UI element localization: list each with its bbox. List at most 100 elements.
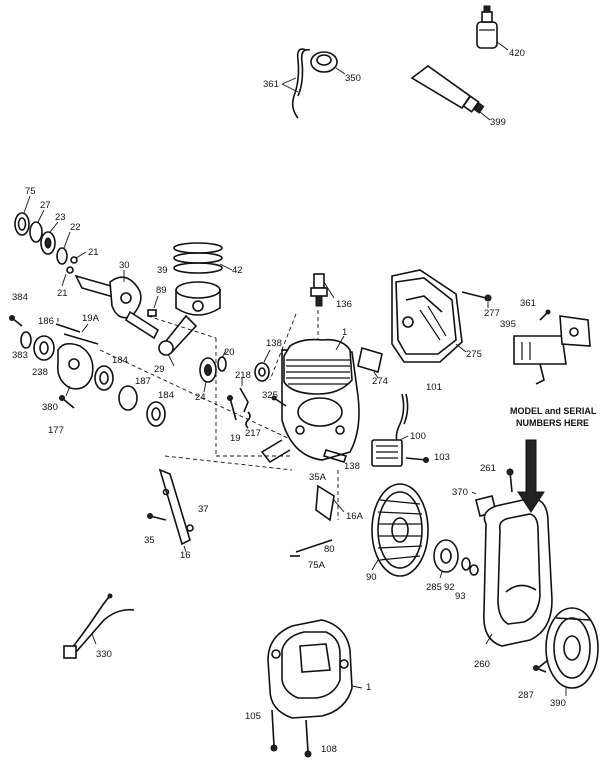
part-label-261: 261 [480,463,496,474]
part-label-93: 93 [455,591,466,602]
part-label-350: 350 [345,73,361,84]
part-label-42: 42 [232,265,243,276]
cylinder-block [260,335,360,464]
part-label-217: 217 [245,428,261,439]
shaft-19A [63,323,99,345]
starter-motor-395 [513,315,591,385]
screw-361 [539,309,551,321]
seal-184-lower [146,401,166,427]
muffler [391,269,467,363]
serial-arrow [517,439,545,513]
part-label-29: 29 [154,364,165,375]
part-label-35A: 35A [309,472,327,483]
washer-20 [217,349,227,372]
part-label-35: 35 [144,535,155,546]
part-label-21-lower: 21 [57,288,68,299]
model-serial-note-line1: MODEL and SERIAL [510,406,597,416]
pin-186 [55,318,81,333]
ring-187 [118,385,138,411]
part-label-24: 24 [195,392,206,403]
screw-287 [533,665,547,673]
crankcase [267,619,363,719]
gasket-238 [33,335,55,361]
part-label-384: 384 [12,292,28,303]
part-label-184-lower: 184 [158,390,174,401]
part-label-138-upper: 138 [266,338,282,349]
bolt-108 [304,719,312,758]
washer-92 [461,557,471,571]
part-label-285: 285 [426,582,442,593]
part-label-16: 16 [180,550,191,561]
part-label-275: 275 [466,349,482,360]
part-label-22: 22 [70,222,81,233]
part-label-238: 238 [32,367,48,378]
bolt-277 [461,291,492,308]
lever-16 [158,468,191,553]
part-label-361-top: 361 [263,79,279,90]
part-label-80: 80 [324,544,335,555]
screw-103 [405,457,429,463]
lever-218 [239,378,249,413]
part-label-380: 380 [42,402,58,413]
part-label-1-cylinder: 1 [342,327,347,338]
part-label-218: 218 [235,370,251,381]
starter-cup-285 [433,539,459,579]
part-label-277: 277 [484,308,500,319]
nut-93 [469,564,479,576]
screw-177 [59,395,75,409]
piston-rings [173,242,233,274]
screw-325 [271,395,287,407]
nut-37 [186,524,194,532]
connecting-rod [158,314,198,367]
seal-184-upper [94,365,114,391]
ignition-wire-101 [395,393,409,445]
screw-261 [506,468,514,493]
part-label-103: 103 [434,452,450,463]
bearing-24 [199,357,217,393]
part-label-1-crankcase: 1 [366,682,371,693]
pump-380 [56,342,94,397]
part-label-287: 287 [518,690,534,701]
part-label-260: 260 [474,659,490,670]
bolt-105 [270,709,278,752]
part-label-330: 330 [96,649,112,660]
part-label-136: 136 [336,299,352,310]
part-label-186: 186 [38,316,54,327]
key-21 [61,251,87,287]
screw-35 [147,513,167,521]
bolt-384 [9,315,23,327]
part-label-19A: 19A [82,313,100,324]
link-19 [227,395,237,421]
part-label-89: 89 [156,285,167,296]
blower-housing-260 [483,497,553,647]
washer-22 [56,231,71,265]
oil-bottle [476,5,509,51]
part-label-100: 100 [410,431,426,442]
spark-plug [310,273,335,307]
part-label-92: 92 [444,582,455,593]
part-label-395: 395 [500,319,516,330]
rod-80 [295,539,333,553]
part-label-138-lower: 138 [344,461,360,472]
flywheel-90 [371,483,429,577]
part-label-325: 325 [262,390,278,401]
part-label-390: 390 [550,698,566,709]
wire-harness-330 [63,593,135,659]
gasket-383 [20,331,32,349]
gasket-138-top [254,349,271,382]
grease-tube [410,65,491,121]
part-label-420: 420 [509,48,525,59]
part-label-361-right: 361 [520,298,536,309]
bracket-16A [315,484,345,522]
needle-bearing-89 [147,295,159,317]
model-serial-note-line2: NUMBERS HERE [516,418,589,428]
fuel-line [281,48,311,119]
part-label-21-upper: 21 [88,247,99,258]
part-label-90: 90 [366,572,377,583]
part-label-399: 399 [490,117,506,128]
ring-27 [29,209,45,243]
part-label-37: 37 [198,504,209,515]
part-label-177: 177 [48,425,64,436]
part-label-108: 108 [321,744,337,755]
